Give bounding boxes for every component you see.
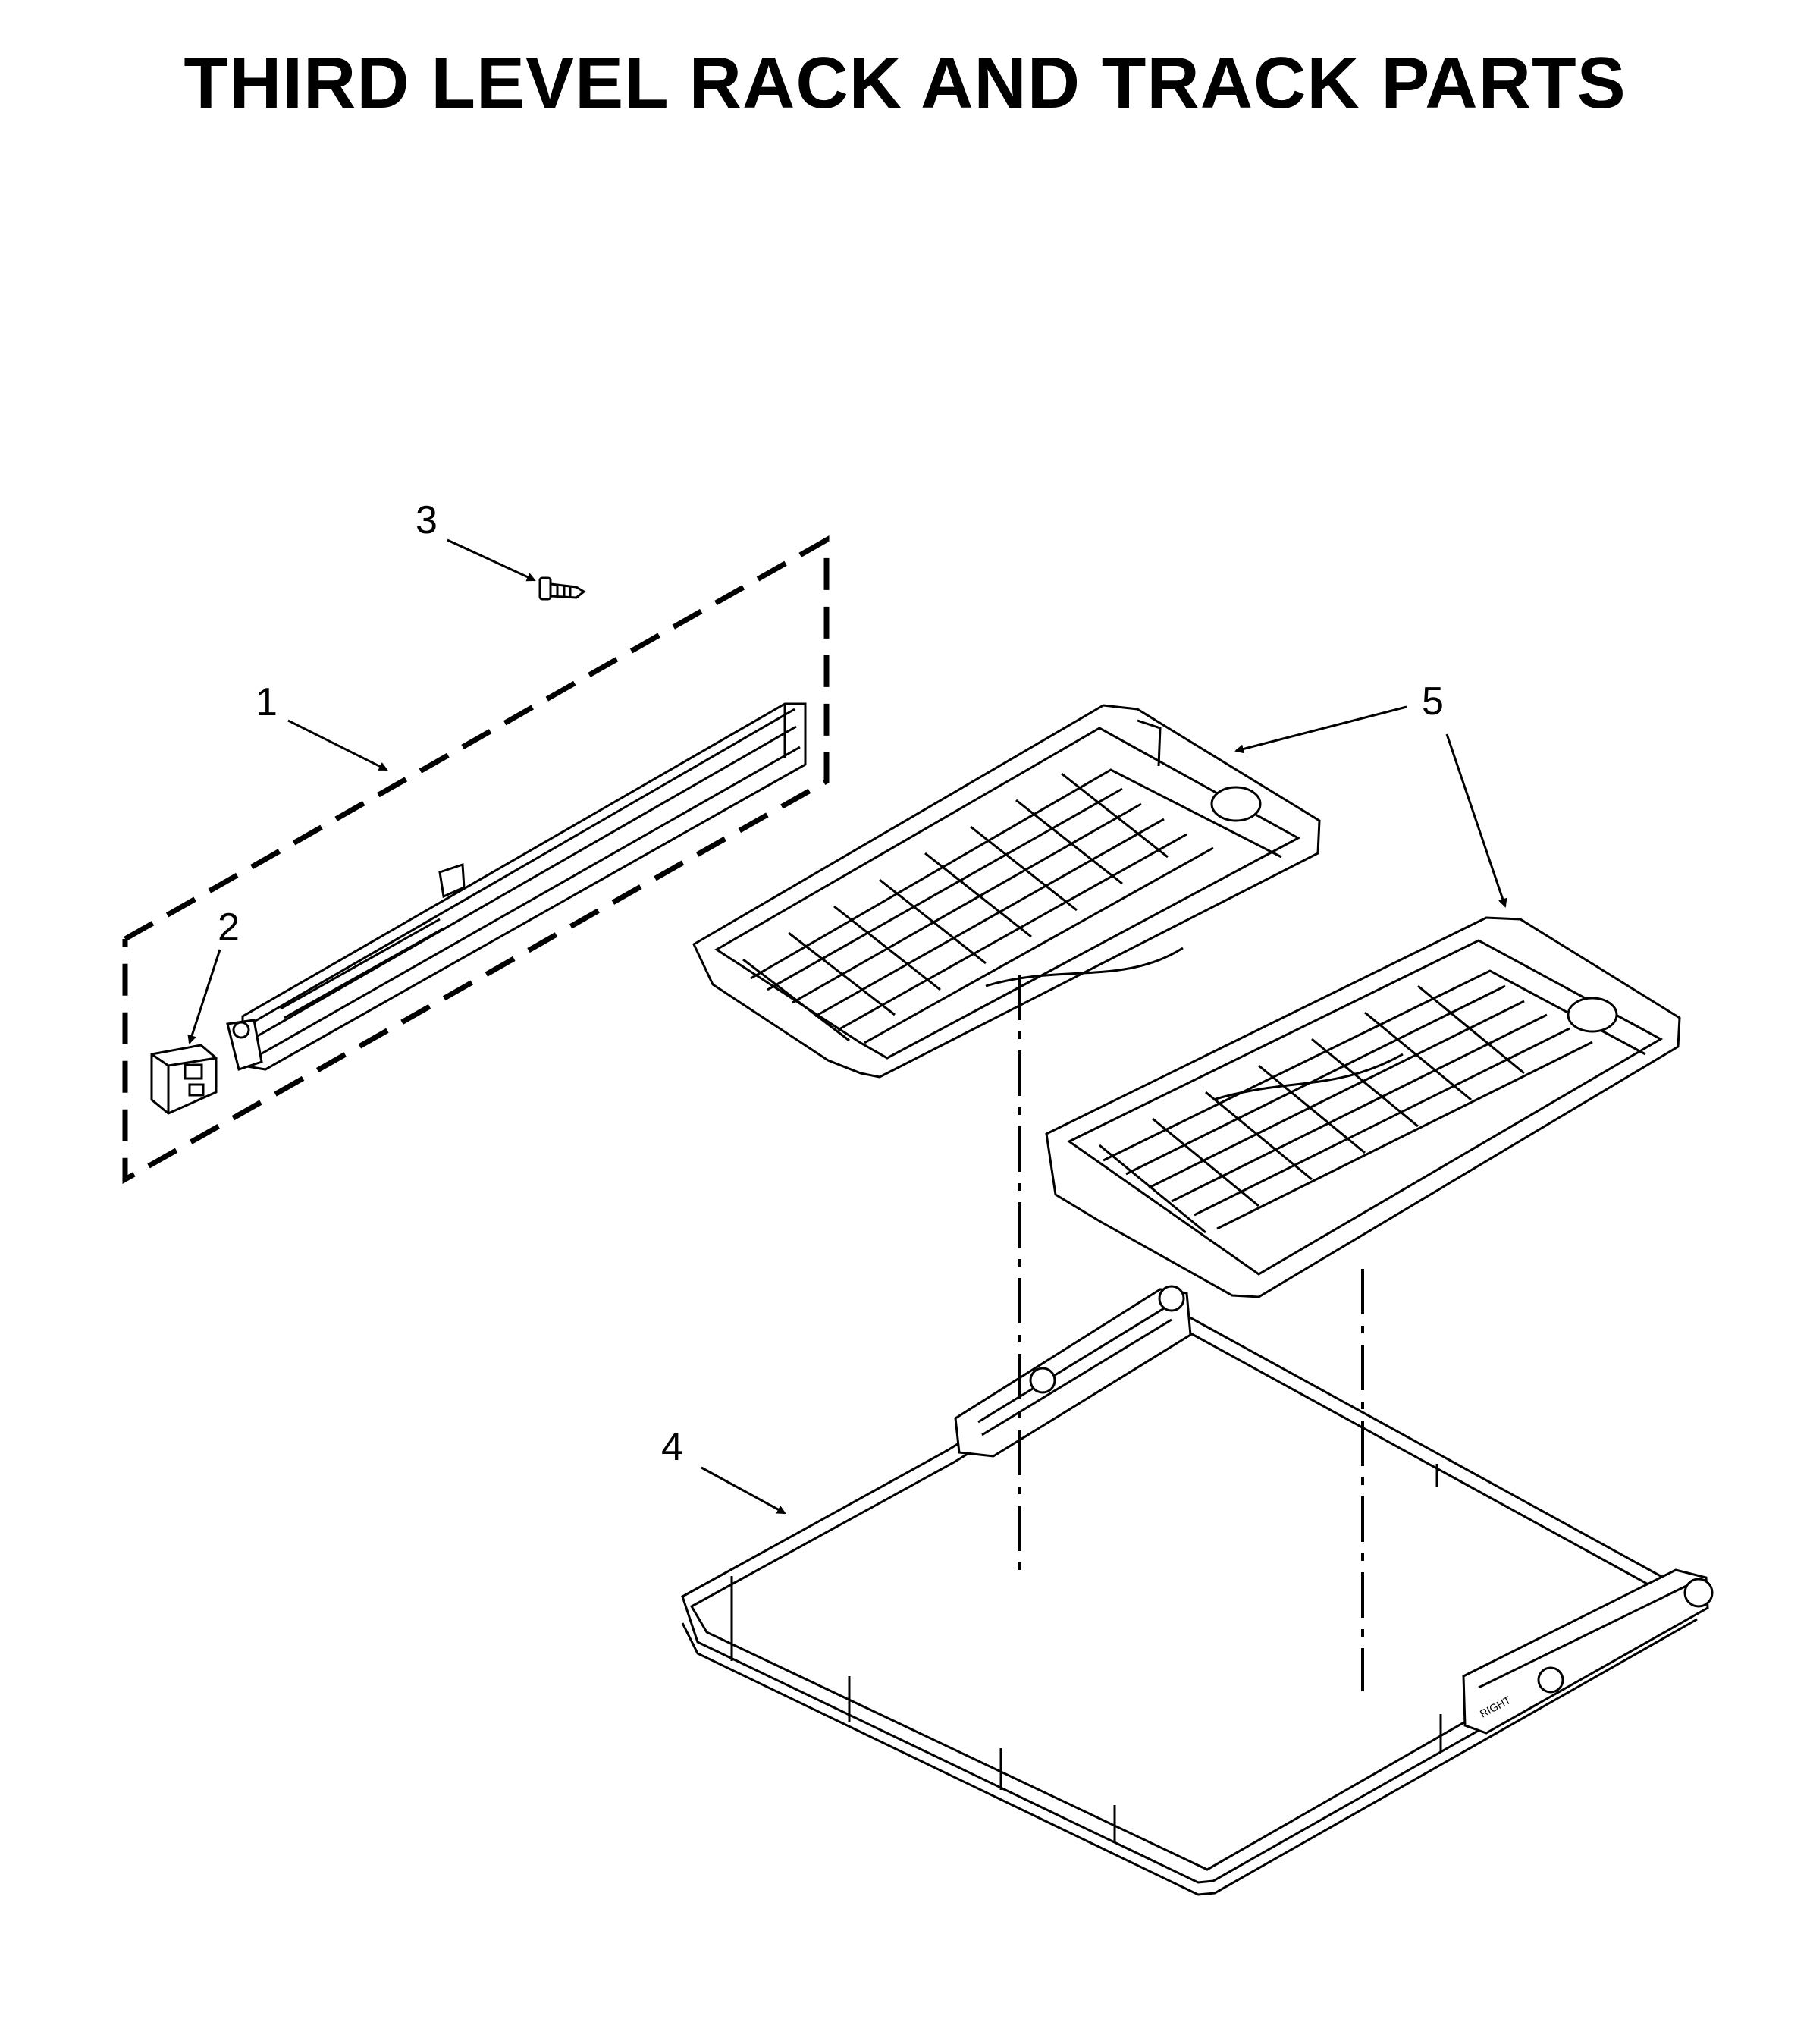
part-4-rack-frame[interactable]: RIGHT xyxy=(681,1285,1714,1896)
alignment-centerlines xyxy=(1018,975,1364,1691)
callout-3: 3 xyxy=(416,498,438,542)
leader-lines xyxy=(187,538,1507,1515)
assembly-boundary xyxy=(122,535,830,1185)
callout-2: 2 xyxy=(218,906,240,950)
part-5-tray-lower[interactable] xyxy=(1045,916,1681,1298)
callout-4: 4 xyxy=(661,1425,683,1469)
part-5-tray-upper[interactable] xyxy=(692,704,1321,1079)
callout-5: 5 xyxy=(1422,680,1444,724)
part-3-screw[interactable] xyxy=(538,576,586,601)
part-1-track-rail[interactable] xyxy=(226,702,807,1071)
callout-1: 1 xyxy=(256,680,278,724)
part-2-end-cap[interactable] xyxy=(150,1044,218,1115)
diagram-title: THIRD LEVEL RACK AND TRACK PARTS xyxy=(184,42,1626,124)
